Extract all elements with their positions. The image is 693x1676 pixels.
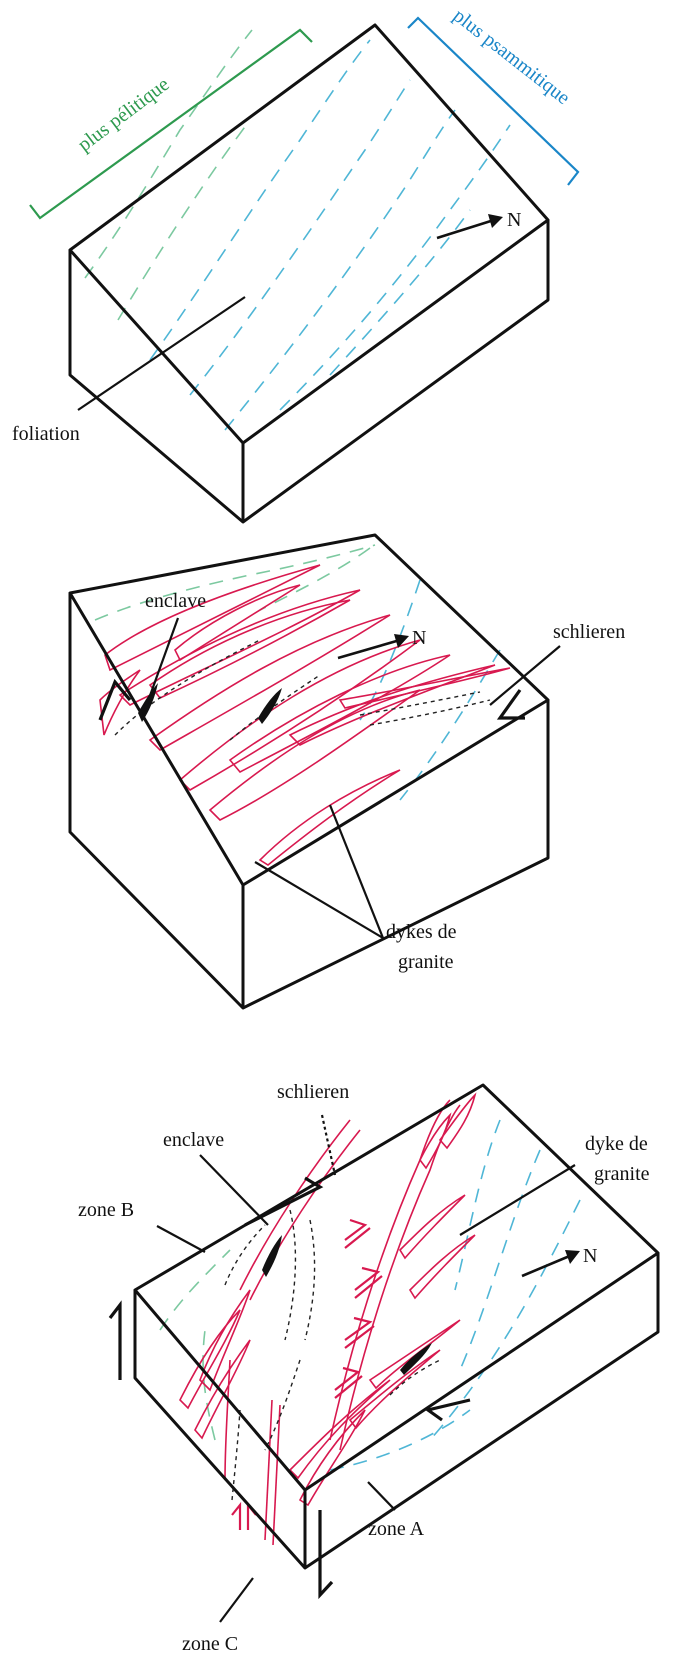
pelitic-label: plus pélitique [74, 73, 174, 156]
zone-c-leader [220, 1578, 253, 1622]
block-2-dykes-leader-2 [330, 805, 383, 938]
zone-a-leader [368, 1482, 395, 1510]
block-2-dykes-label-line1: dykes de [386, 921, 457, 943]
block-3-enclave-label: enclave [163, 1129, 224, 1151]
block-3-north-label: N [583, 1245, 597, 1267]
block-2-dykes-leader-1 [255, 862, 383, 938]
block-3-schlieren-label: schlieren [277, 1081, 349, 1103]
block-3-dyke-label-line2: granite [594, 1163, 650, 1185]
block-1: plus pélitique plus psammitique N foliat… [12, 5, 578, 522]
block-2: N enclave schlieren dykes de granite [70, 535, 625, 1008]
block-3-enclave-leader [200, 1155, 268, 1225]
zone-a-label: zone A [368, 1518, 425, 1540]
block-3-dyke-label-line1: dyke de [585, 1133, 648, 1155]
block-3-shear-arrow-left [110, 1305, 120, 1380]
zone-b-label: zone B [78, 1199, 134, 1221]
block-2-enclave-label: enclave [145, 590, 206, 612]
block-2-schlieren-label: schlieren [553, 621, 625, 643]
psammitic-label: plus psammitique [449, 5, 574, 110]
zone-c-label: zone C [182, 1633, 238, 1655]
block-3: N schlieren enclave dyke de granite zone… [78, 1081, 658, 1655]
block-2-north-label: N [412, 627, 426, 649]
block-2-dykes-label-line2: granite [398, 951, 454, 973]
zone-b-leader [157, 1226, 205, 1252]
foliation-label: foliation [12, 423, 80, 445]
block-1-north-label: N [507, 209, 521, 231]
